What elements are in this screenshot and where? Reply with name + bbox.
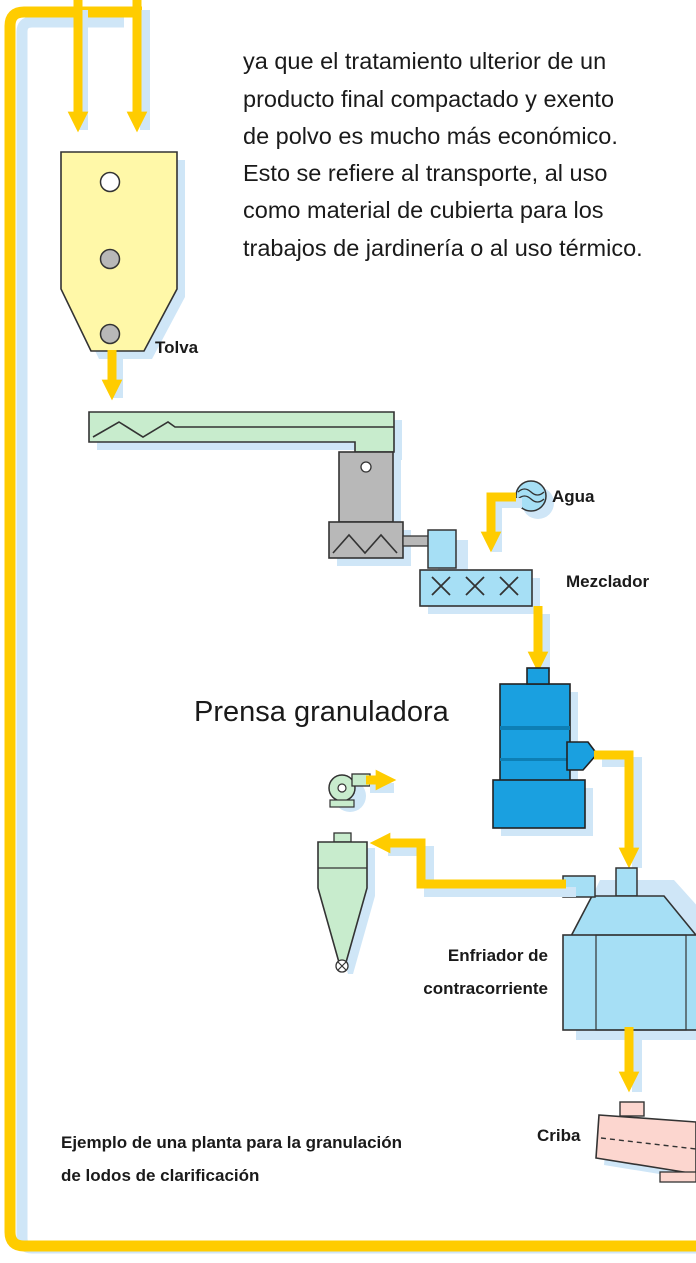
hopper — [60, 151, 185, 359]
sieve — [595, 1101, 696, 1183]
mixer-label: Mezclador — [566, 572, 650, 591]
cooler-label-line1: Enfriador de — [447, 946, 548, 965]
intro-line: producto final compactado y exento — [243, 85, 615, 112]
drive-unit — [328, 451, 468, 580]
mixer — [419, 569, 540, 614]
cyclone — [317, 832, 375, 974]
press-label: Prensa granuladora — [194, 696, 449, 728]
outer-frame — [4, 6, 696, 1254]
caption-line1: Ejemplo de una planta para la granulació… — [61, 1133, 403, 1152]
intro-line — [243, 6, 696, 43]
cooler-label-line2: contracorriente — [423, 979, 548, 998]
counterflow-cooler — [562, 867, 696, 1040]
water-supply — [480, 480, 554, 553]
water-label: Agua — [552, 487, 595, 506]
hopper-label: Tolva — [155, 338, 199, 357]
exhaust-fan — [328, 769, 397, 812]
intro-line: trabajos de jardinería o al uso térmico. — [243, 234, 643, 261]
cooler-to-cyclone-arrow — [369, 832, 566, 889]
hopper-level-sensor-top — [99, 171, 121, 193]
press-to-cooler-arrow — [594, 750, 640, 869]
intro-line: como material de cubierta para los — [243, 197, 604, 224]
hopper-level-sensor-bottom — [99, 323, 121, 345]
intro-line: Esto se refiere al transporte, al uso — [243, 160, 608, 187]
screw-conveyor — [88, 411, 402, 460]
figure-caption: Ejemplo de una planta para la granulació… — [61, 1126, 402, 1192]
pellet-press — [492, 667, 599, 836]
intro-line: ya que el tratamiento ulterior de un — [243, 48, 607, 75]
feed-arrows — [67, 0, 150, 133]
intro-paragraph: ya que el tratamiento ulterior de un pro… — [243, 6, 696, 267]
water-arrow — [480, 492, 516, 553]
intro-line: de polvo es mucho más económico. — [243, 122, 618, 149]
hopper-level-sensor-mid — [99, 248, 121, 270]
caption-line2: de lodos de clarificación — [61, 1166, 260, 1185]
sieve-label: Criba — [537, 1126, 581, 1145]
